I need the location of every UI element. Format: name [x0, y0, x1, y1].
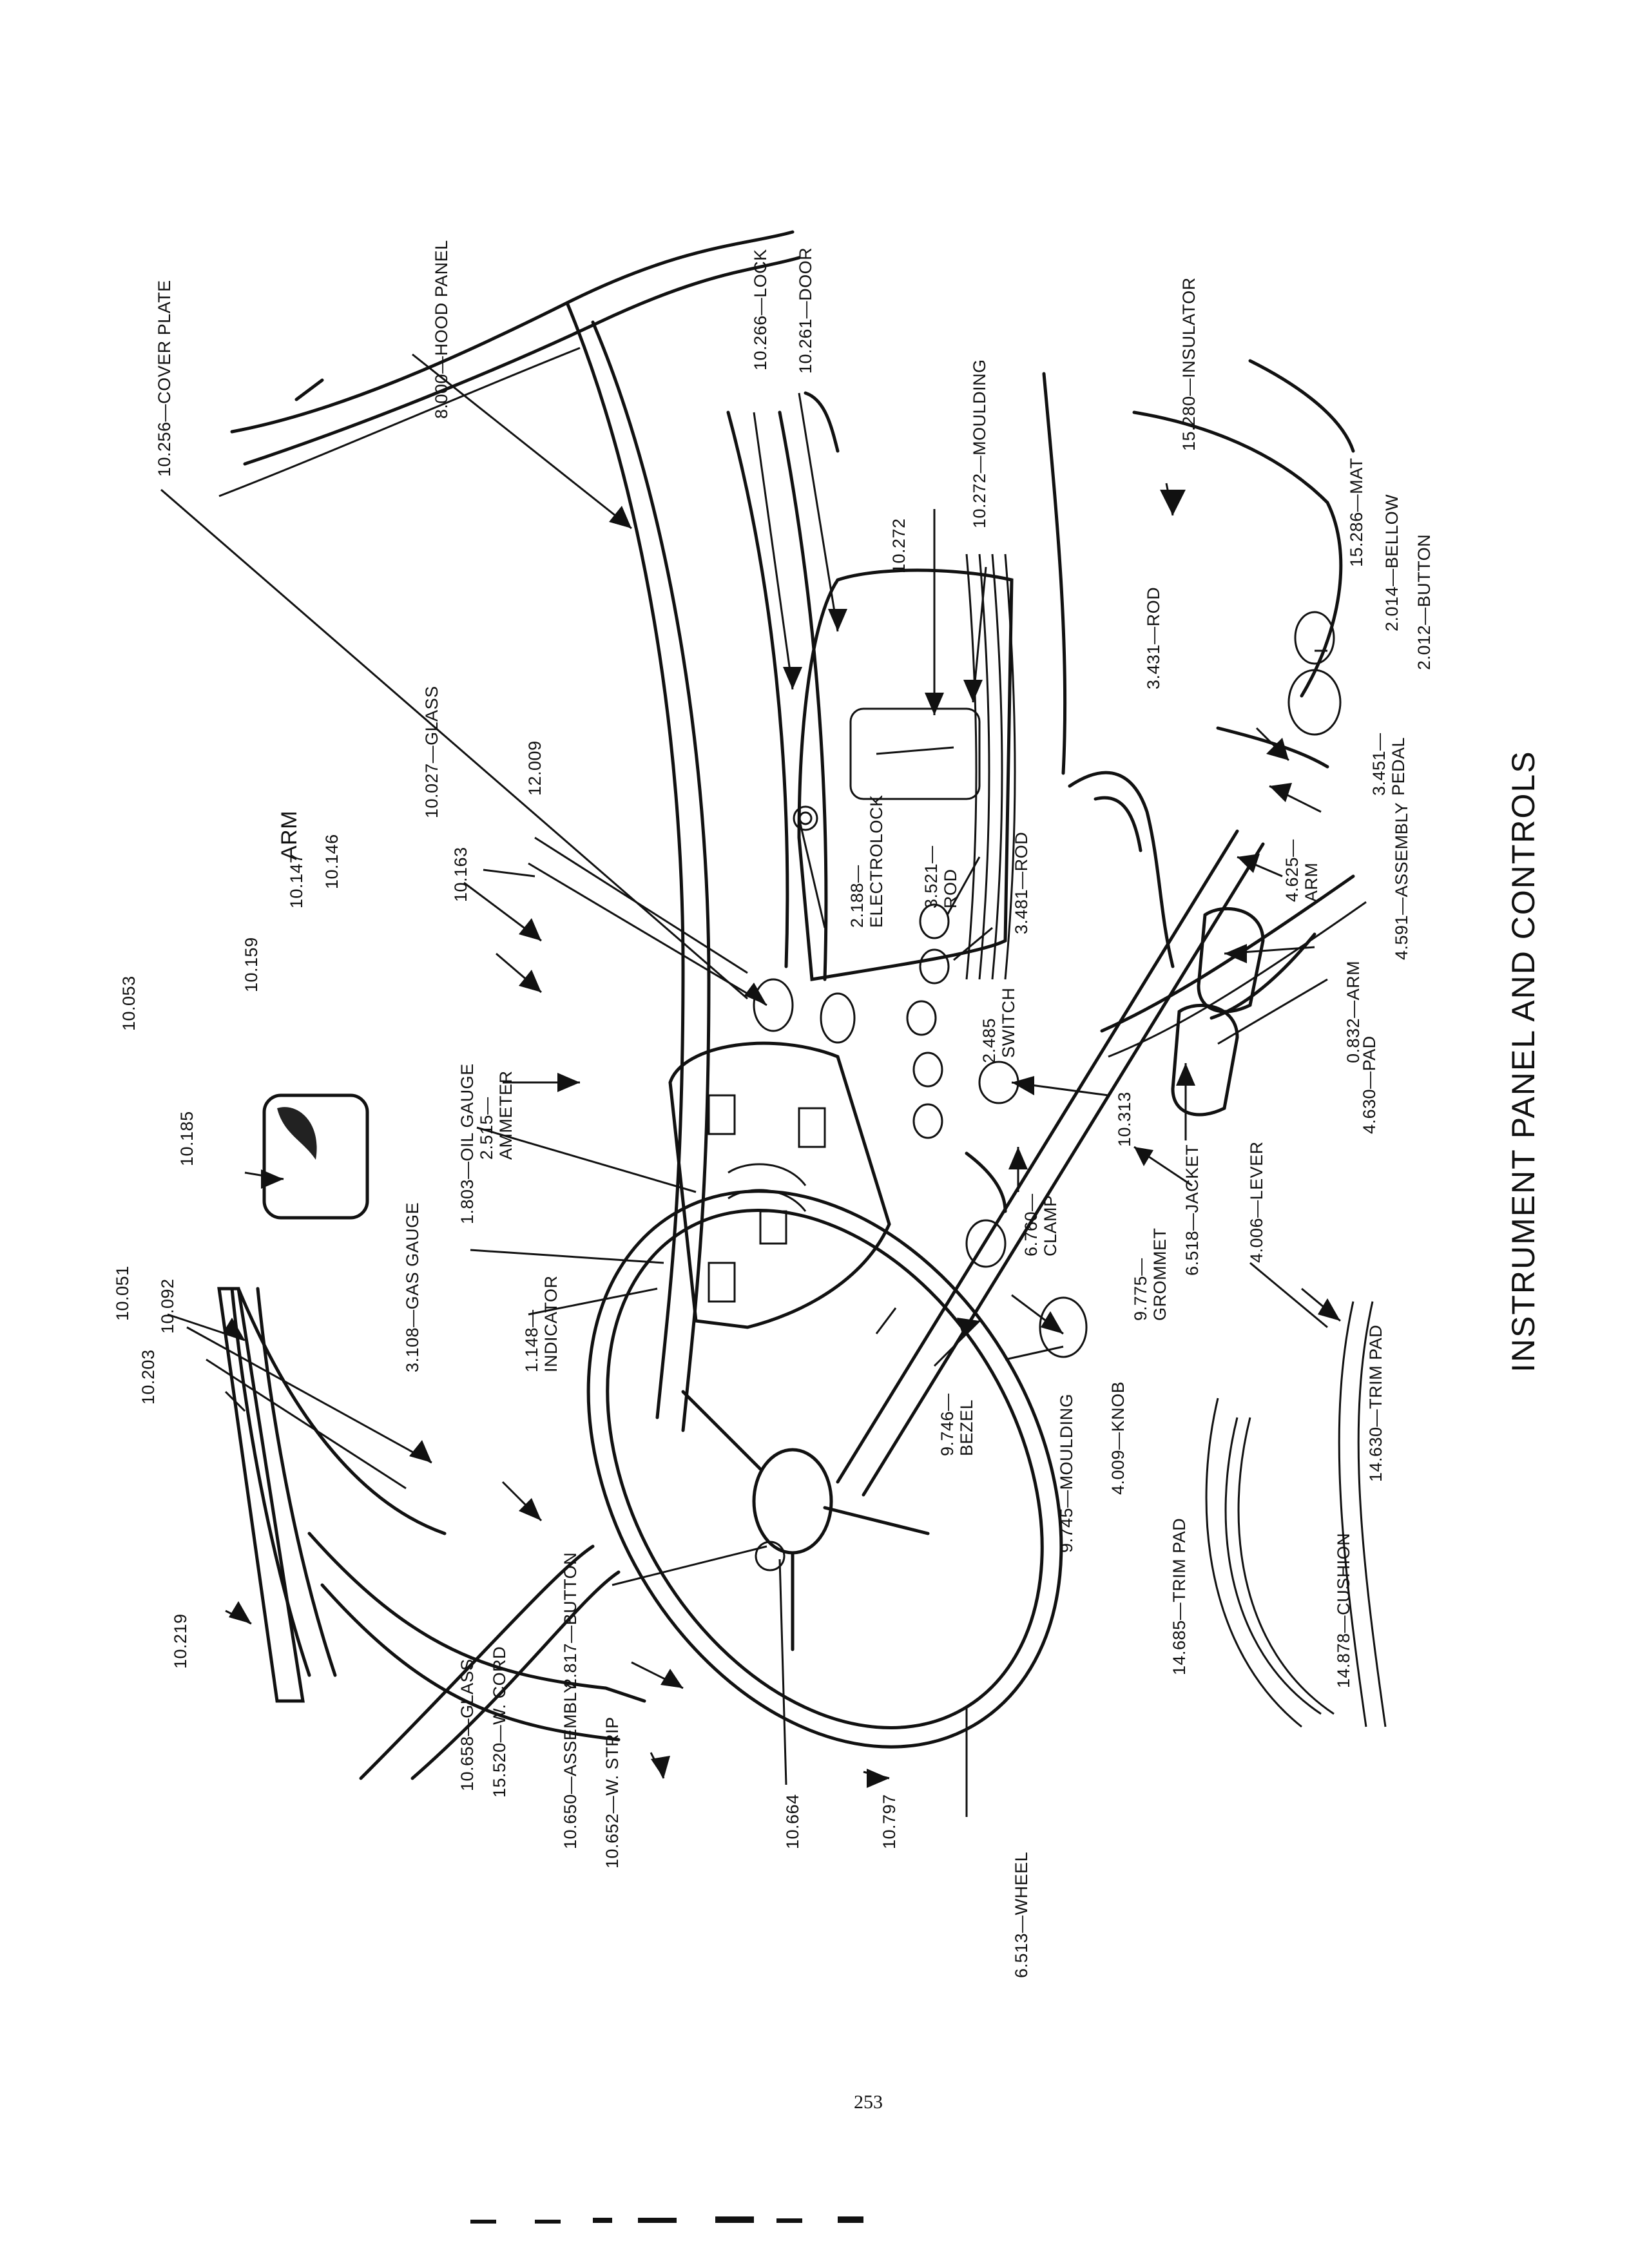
vent-window — [217, 1287, 447, 1703]
label-pad-4630: 4.630—PAD — [1360, 1035, 1379, 1134]
label-mat: 15.286—MAT — [1347, 457, 1366, 567]
moulding-strips — [965, 553, 1016, 980]
steering-wheel — [586, 1189, 1063, 1749]
label-10313: 10.313 — [1115, 1091, 1134, 1147]
door-frame — [230, 1287, 646, 1780]
label-cover-plate: 10.256—COVER PLATE — [155, 280, 174, 477]
arrowheads — [222, 490, 1340, 1788]
steering-column — [836, 829, 1265, 1497]
windshield-frame — [218, 230, 840, 497]
label-cushion: 14.878—CUSHION — [1334, 1532, 1353, 1688]
label-assembly-4591: 4.591—ASSEMBLY — [1392, 802, 1411, 960]
label-bellow: 2.014—BELLOW — [1382, 494, 1402, 631]
control-knobs — [753, 903, 1088, 1358]
label-electrolock: 2.188— ELECTROLOCK — [847, 794, 886, 928]
toe-board — [1042, 359, 1367, 1058]
label-10053: 10.053 — [119, 975, 139, 1031]
label-10185: 10.185 — [177, 1111, 197, 1166]
rear-view-mirror — [262, 1093, 369, 1220]
label-grommet: 9.775— GROMMET — [1131, 1227, 1170, 1321]
label-10051: 10.051 — [113, 1265, 132, 1321]
label-oil-gauge: 1.803—OIL GAUGE — [458, 1063, 477, 1224]
label-rod-3481: 3.481—ROD — [1012, 831, 1031, 934]
label-jacket: 6.518—JACKET — [1182, 1144, 1202, 1276]
label-knob: 4.009—KNOB — [1108, 1381, 1128, 1495]
cowl-top — [565, 301, 828, 1432]
label-wheel: 6.513—WHEEL — [1012, 1851, 1031, 1978]
label-wcord: 15.520—W. CORD — [490, 1646, 509, 1798]
label-lever: 4.006—LEVER — [1247, 1141, 1266, 1263]
label-glass-10027: 10.027—GLASS — [422, 686, 441, 818]
label-moulding-9745: 9.745—MOULDING — [1057, 1393, 1076, 1553]
label-lock: 10.266—LOCK — [751, 249, 770, 370]
label-10146: 10.146 — [322, 834, 342, 889]
label-clamp: 6.760— CLAMP — [1021, 1193, 1060, 1256]
label-button-2012: 2.012—BUTTON — [1414, 533, 1434, 670]
label-10272: 10.272 — [889, 518, 909, 573]
label-10092: 10.092 — [158, 1278, 177, 1334]
leader-lines — [160, 353, 1341, 1817]
trim-pad-curves — [1205, 1301, 1387, 1728]
label-indicator: 1.148— INDICATOR — [522, 1275, 561, 1372]
label-switch-2485: 2.485 SWITCH — [979, 987, 1018, 1064]
label-10664: 10.664 — [783, 1794, 802, 1849]
label-glass-10658: 10.658—GLASS — [458, 1658, 477, 1791]
label-bezel: 9.746— BEZEL — [938, 1393, 976, 1456]
label-10147: 10.147 — [287, 853, 306, 908]
instrument-cluster — [668, 1041, 891, 1329]
label-pedal-3451: 3.451— PEDAL — [1369, 733, 1408, 796]
label-door: 10.261—DOOR — [796, 247, 815, 374]
label-trim-pad-14685: 14.685—TRIM PAD — [1170, 1517, 1189, 1675]
label-gas-gauge: 3.108—GAS GAUGE — [403, 1202, 422, 1372]
label-button-2817: 2.817—BUTTON — [561, 1552, 580, 1688]
label-moulding-272: 10.272—MOULDING — [970, 359, 989, 528]
label-hood-panel: 8.000—HOOD PANEL — [432, 240, 451, 419]
label-10797: 10.797 — [880, 1794, 899, 1849]
label-trim-pad-14630: 14.630—TRIM PAD — [1366, 1324, 1385, 1482]
label-10219: 10.219 — [171, 1613, 190, 1669]
label-rod-3431: 3.431—ROD — [1144, 586, 1163, 689]
scan-artifacts — [470, 2216, 863, 2224]
label-10163: 10.163 — [451, 847, 470, 902]
label-ammeter: 2.515— AMMETER — [477, 1070, 516, 1160]
page-title: INSTRUMENT PANEL AND CONTROLS — [1505, 750, 1541, 1372]
label-12009: 12.009 — [525, 740, 545, 796]
label-10159: 10.159 — [242, 937, 261, 992]
label-insulator: 15.280—INSULATOR — [1179, 277, 1199, 451]
label-wstrip: 10.652—W. STRIP — [602, 1716, 622, 1869]
label-assembly-10650: 10.650—ASSEMBLY — [561, 1681, 580, 1849]
label-10203: 10.203 — [139, 1349, 158, 1405]
label-arm-4625: 4.625— ARM — [1282, 839, 1321, 902]
gear-shift-lever — [1068, 771, 1316, 1020]
label-rod-3521: 3.521— ROD — [921, 845, 960, 908]
page-number: 253 — [854, 2091, 883, 2113]
